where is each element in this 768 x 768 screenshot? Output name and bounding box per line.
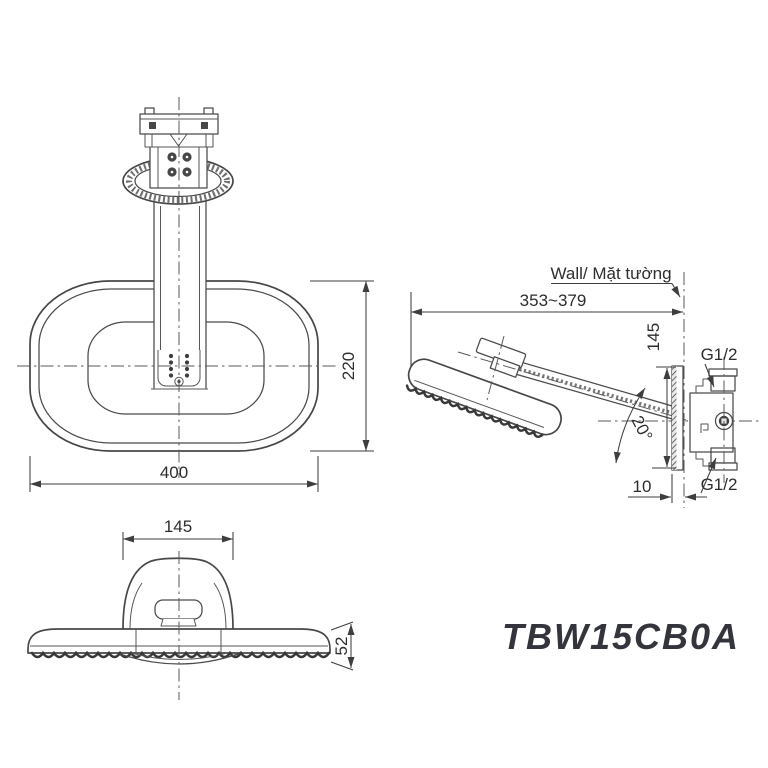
arm-axis-centerline [457, 351, 687, 421]
dimension-reach: 353~379 [410, 291, 683, 367]
nozzle-row-side [405, 384, 544, 439]
thread-fitting-top [710, 375, 736, 392]
dimension-plate-height: 145 [644, 323, 676, 469]
thread-label-bottom: G1/2 [701, 475, 738, 494]
dimension-head-thickness: 52 [330, 621, 355, 671]
dim-label-400: 400 [160, 463, 188, 482]
side-view: Wall/ Mặt tường 353~379 145 20° G1/2 [405, 264, 762, 508]
wall-annotation: Wall/ Mặt tường [550, 264, 681, 298]
dim-label-10: 10 [633, 477, 652, 496]
dimension-hub-width: 145 [122, 517, 234, 560]
model-code: TBW15CB0A [502, 616, 740, 657]
dimension-width-400: 400 [29, 456, 319, 492]
wall-label: Wall/ Mặt tường [550, 264, 671, 283]
dim-label-220: 220 [339, 352, 358, 380]
top-view: 400 220 [17, 97, 374, 492]
dim-label-angle: 20° [627, 413, 656, 445]
dimension-wall-offset: 10 [628, 474, 707, 503]
dim-label-145-side: 145 [644, 323, 663, 351]
dim-label-reach: 353~379 [520, 291, 587, 310]
thread-label-top: G1/2 [701, 345, 738, 364]
arm-texture [509, 364, 670, 414]
front-view: 145 52 [27, 517, 355, 700]
head-side [405, 358, 562, 439]
dim-label-52: 52 [332, 637, 351, 656]
dimension-depth-220: 220 [310, 280, 374, 452]
dim-label-145-front: 145 [164, 517, 192, 536]
hub-dome [122, 557, 234, 630]
wall-flange-edge [672, 366, 677, 470]
thread-annotation-top: G1/2 [701, 345, 738, 388]
thread-annotation-bottom: G1/2 [700, 457, 738, 494]
nozzle-row-front [30, 650, 331, 659]
joint-normal-centerline [486, 335, 505, 401]
